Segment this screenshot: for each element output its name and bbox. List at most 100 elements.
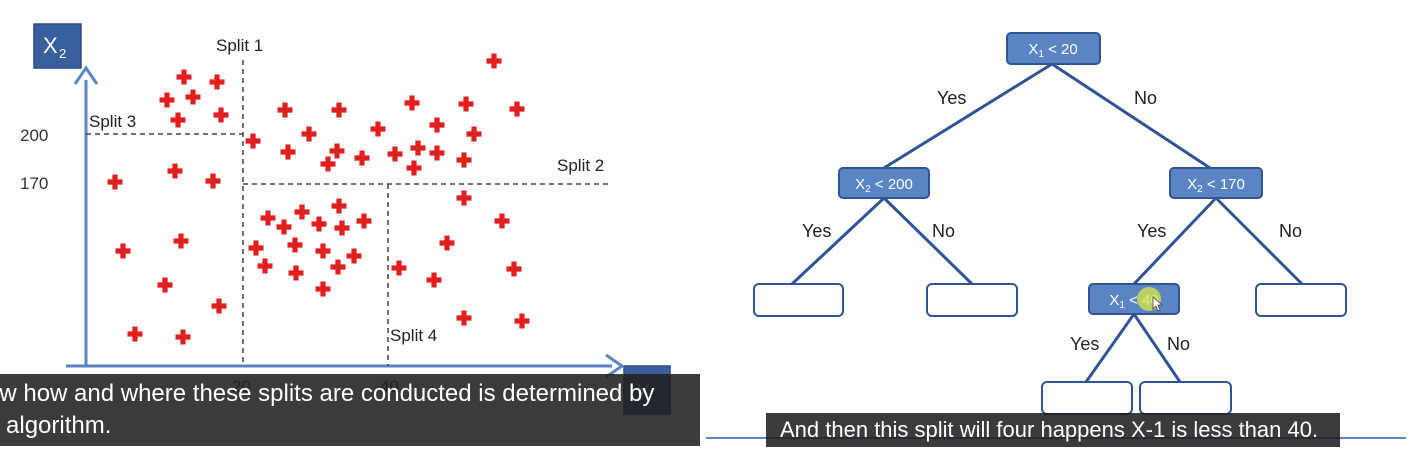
data-point — [315, 281, 331, 297]
data-point — [514, 313, 530, 329]
data-point — [494, 213, 510, 229]
data-point — [356, 213, 372, 229]
split-1-label: Split 1 — [216, 36, 263, 55]
node-root — [1006, 32, 1101, 65]
data-point — [439, 235, 455, 251]
split-2-label: Split 2 — [557, 156, 604, 175]
data-point — [311, 216, 327, 232]
data-point — [115, 243, 131, 259]
split-4-label: Split 4 — [390, 326, 437, 345]
data-point — [429, 117, 445, 133]
data-point — [213, 107, 229, 123]
decision-tree: X1 < 20 X2 < 200 X2 < 170 X1 < 40 Yes No… — [706, 32, 1406, 439]
data-point — [315, 243, 331, 259]
data-point — [466, 126, 482, 142]
data-point — [175, 329, 191, 345]
edge-rl-left — [1084, 313, 1136, 383]
data-point — [346, 248, 362, 264]
edge-label-rl-yes: Yes — [1070, 334, 1099, 354]
data-point — [410, 140, 426, 156]
y-axis-label-subscript: 2 — [59, 46, 66, 61]
leaf-2 — [926, 283, 1018, 317]
edge-left-left — [790, 196, 886, 286]
edge-right-right — [1214, 196, 1304, 286]
data-point — [276, 219, 292, 235]
edge-right-left — [1132, 196, 1218, 286]
subtitle-right: And then this split will four happens X-… — [766, 413, 1340, 447]
data-point — [391, 260, 407, 276]
y-axis-label: X — [43, 33, 58, 58]
edge-root-right — [1051, 62, 1211, 170]
data-point — [456, 190, 472, 206]
node-x2-170-label: X2 < 170 — [1187, 176, 1245, 195]
data-point — [406, 160, 422, 176]
data-point — [211, 298, 227, 314]
data-point — [426, 272, 442, 288]
data-point — [486, 53, 502, 69]
data-point — [301, 126, 317, 142]
data-point — [320, 156, 336, 172]
data-point — [167, 163, 183, 179]
data-point — [159, 92, 175, 108]
data-point — [185, 89, 201, 105]
y-tick-170: 170 — [20, 174, 48, 193]
data-point — [429, 145, 445, 161]
data-point — [248, 240, 264, 256]
tree-panel: X1 < 20 X2 < 200 X2 < 170 X1 < 40 Yes No… — [706, 0, 1420, 456]
data-points — [107, 53, 530, 345]
data-point — [458, 96, 474, 112]
subtitle-left-line2: e algorithm. — [0, 412, 112, 439]
data-point — [107, 174, 123, 190]
data-point — [280, 144, 296, 160]
leaf-5 — [1139, 381, 1232, 415]
data-point — [329, 143, 345, 159]
edge-label-root-no: No — [1134, 88, 1157, 108]
data-point — [370, 121, 386, 137]
node-root-label: X1 < 20 — [1028, 41, 1077, 60]
data-point — [387, 146, 403, 162]
mouse-pointer-icon — [1152, 296, 1164, 312]
y-tick-200: 200 — [20, 126, 48, 145]
split-3-label: Split 3 — [89, 112, 136, 131]
subtitle-left-line1: ow how and where these splits are conduc… — [0, 380, 655, 407]
node-x2-170 — [1169, 167, 1263, 199]
y-axis-label-box — [33, 23, 82, 69]
data-point — [260, 210, 276, 226]
edge-root-left — [883, 62, 1053, 170]
data-point — [456, 310, 472, 326]
leaf-1 — [753, 283, 844, 317]
data-point — [277, 102, 293, 118]
data-point — [354, 150, 370, 166]
data-point — [404, 95, 420, 111]
node-x2-200-label: X2 < 200 — [855, 176, 913, 195]
edge-label-right-no: No — [1279, 221, 1302, 241]
edge-label-rl-no: No — [1167, 334, 1190, 354]
edge-label-right-yes: Yes — [1137, 221, 1166, 241]
data-point — [288, 265, 304, 281]
data-point — [456, 152, 472, 168]
data-point — [170, 112, 186, 128]
y-axis-arrow — [73, 65, 99, 85]
data-point — [330, 259, 346, 275]
data-point — [287, 237, 303, 253]
edge-left-right — [882, 196, 974, 286]
edge-label-left-yes: Yes — [802, 221, 831, 241]
data-point — [127, 326, 143, 342]
data-point — [157, 277, 173, 293]
data-point — [176, 69, 192, 85]
data-point — [257, 258, 273, 274]
x-axis-arrow — [605, 353, 625, 379]
node-x2-200 — [838, 167, 930, 199]
leaf-4 — [1041, 381, 1133, 415]
edge-label-root-yes: Yes — [937, 88, 966, 108]
data-point — [205, 173, 221, 189]
data-point — [173, 233, 189, 249]
leaf-3 — [1255, 283, 1347, 317]
data-point — [245, 133, 261, 149]
edge-label-left-no: No — [932, 221, 955, 241]
data-point — [209, 74, 225, 90]
data-point — [331, 102, 347, 118]
subtitle-left: ow how and where these splits are conduc… — [0, 374, 700, 446]
data-point — [506, 261, 522, 277]
data-point — [334, 220, 350, 236]
